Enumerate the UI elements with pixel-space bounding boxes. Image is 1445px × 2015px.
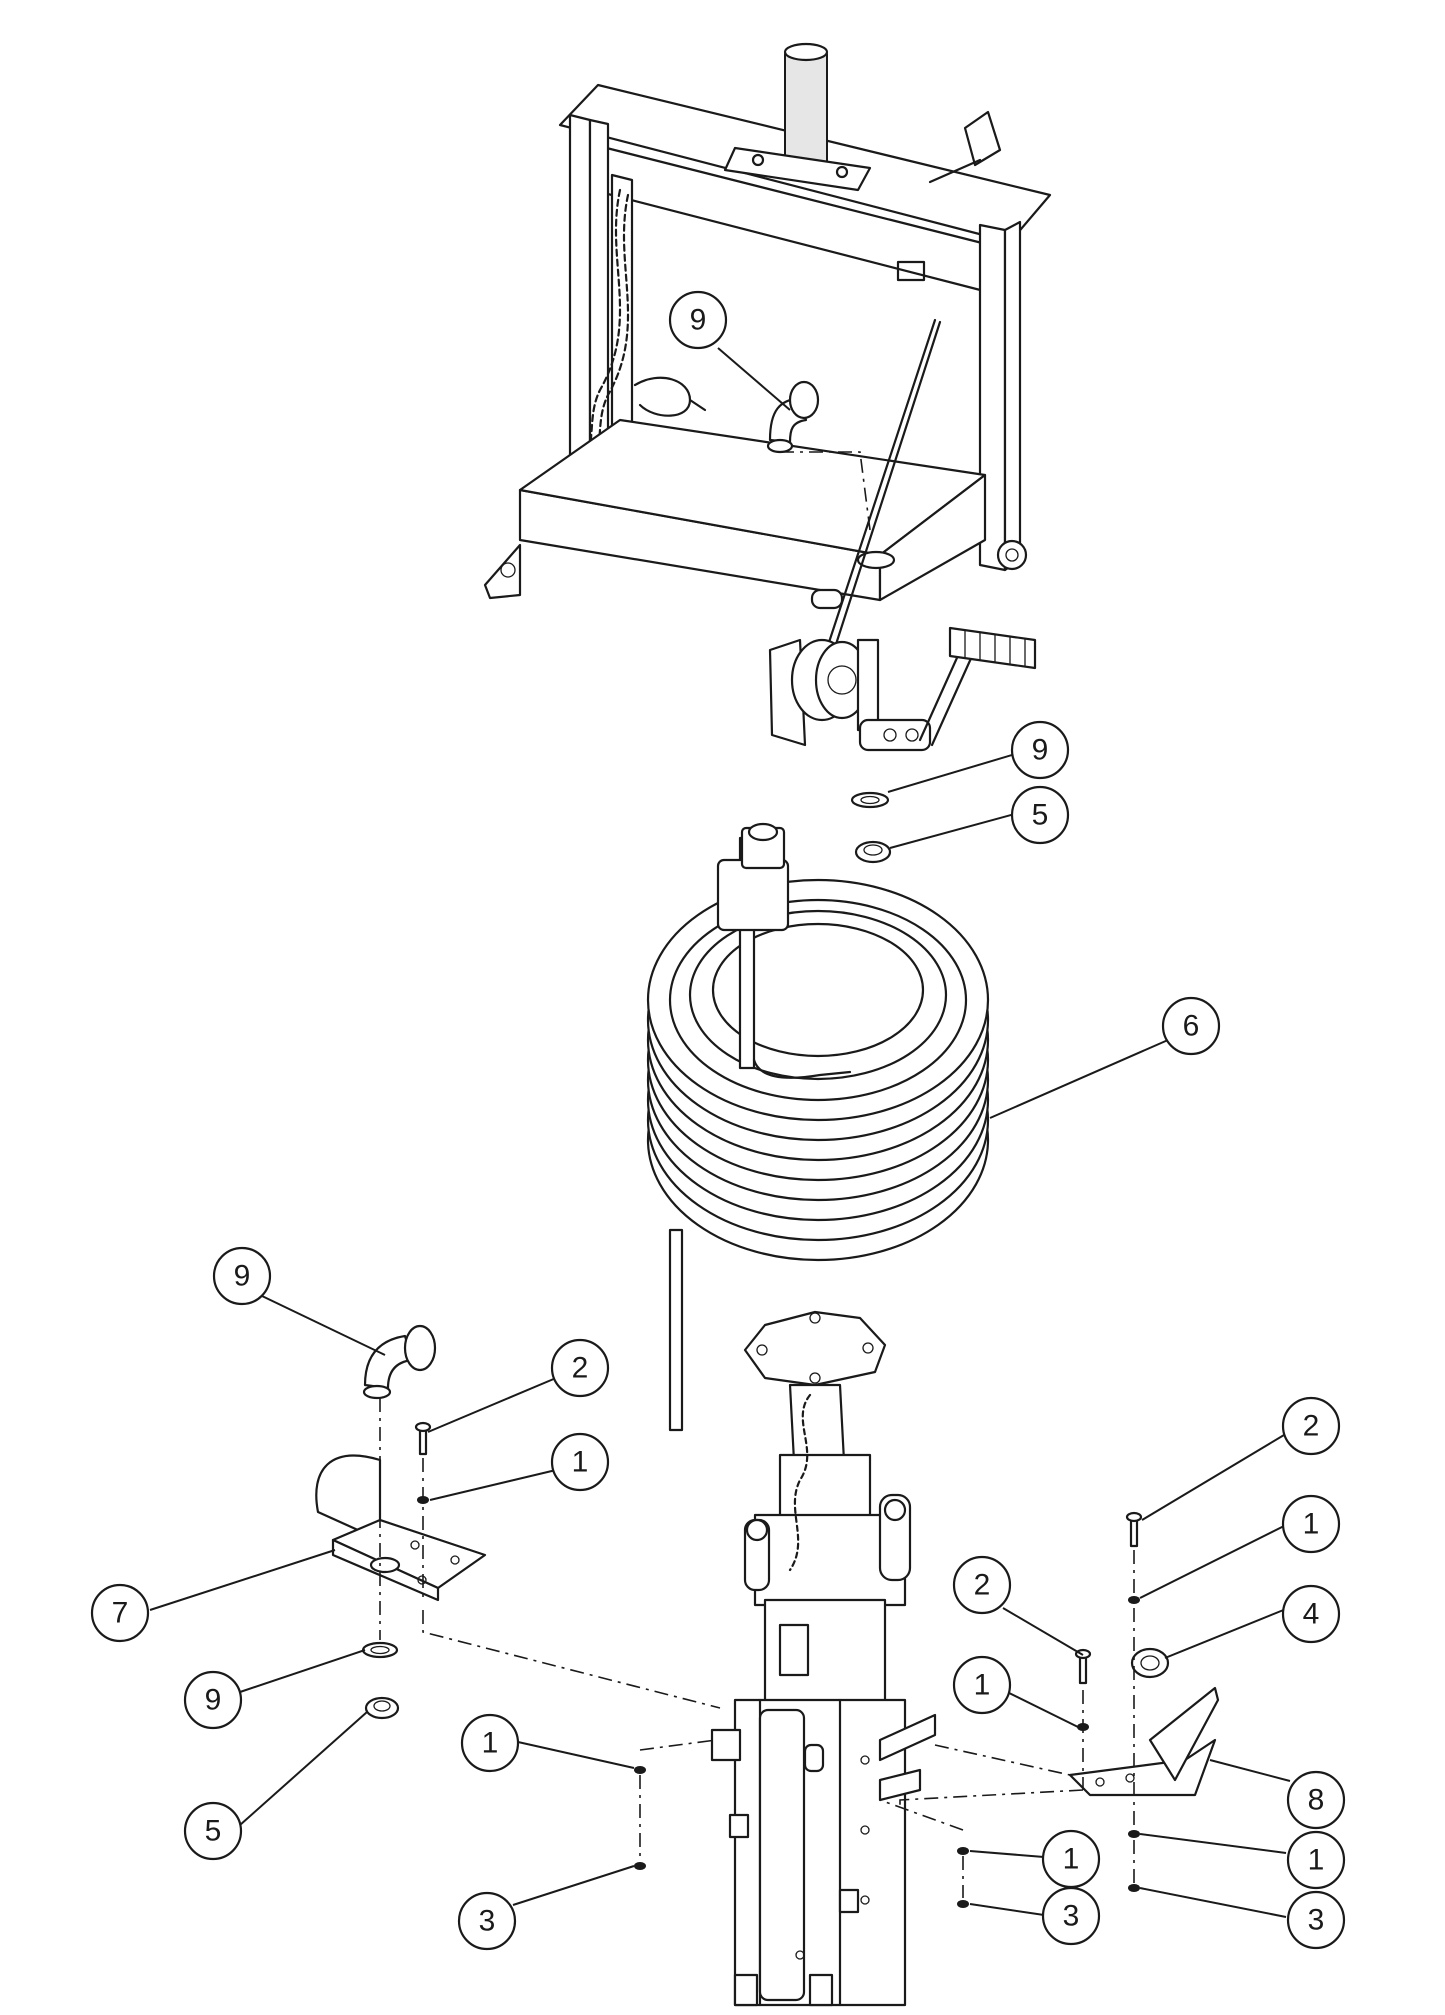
balloon-item-1: 1 [1286, 1830, 1346, 1890]
svg-text:9: 9 [690, 304, 707, 337]
svg-text:2: 2 [974, 1569, 991, 1602]
balloon-item-2: 2 [550, 1338, 610, 1398]
mast-assembly [710, 1310, 937, 2007]
svg-text:3: 3 [1063, 1900, 1080, 1933]
balloon-item-1: 1 [460, 1713, 520, 1773]
balloon-item-3: 3 [457, 1891, 517, 1951]
svg-text:4: 4 [1303, 1598, 1320, 1631]
svg-text:5: 5 [1032, 799, 1049, 832]
balloon-item-7: 7 [90, 1583, 150, 1643]
svg-text:8: 8 [1308, 1784, 1325, 1817]
balloon-item-1: 1 [1281, 1494, 1341, 1554]
svg-text:6: 6 [1183, 1010, 1200, 1043]
balloon-item-9: 9 [668, 290, 728, 350]
item-balloons: 9 9 5 6 9 2 1 7 9 5 1 3 2 1 4 2 1 8 1 3 … [90, 290, 1346, 1951]
svg-text:1: 1 [1308, 1844, 1325, 1877]
balloon-item-2: 2 [1281, 1396, 1341, 1456]
balloon-item-6: 6 [1161, 996, 1221, 1056]
left-mounting-bracket [315, 1324, 721, 1720]
svg-text:2: 2 [1303, 1410, 1320, 1443]
balloon-item-5: 5 [1010, 785, 1070, 845]
balloon-item-2: 2 [952, 1555, 1012, 1615]
balloon-item-5: 5 [183, 1801, 243, 1861]
hose-coil [646, 822, 990, 1432]
svg-text:1: 1 [572, 1446, 589, 1479]
svg-text:9: 9 [205, 1684, 222, 1717]
balloon-item-1: 1 [952, 1655, 1012, 1715]
balloon-item-9: 9 [212, 1246, 272, 1306]
balloon-item-1: 1 [550, 1432, 610, 1492]
balloon-item-3: 3 [1041, 1886, 1101, 1946]
svg-text:7: 7 [112, 1597, 129, 1630]
svg-text:3: 3 [1308, 1904, 1325, 1937]
balloon-item-4: 4 [1281, 1584, 1341, 1644]
leader-lines [149, 347, 1291, 1918]
balloon-item-3: 3 [1286, 1890, 1346, 1950]
svg-text:1: 1 [974, 1669, 991, 1702]
svg-text:5: 5 [205, 1815, 222, 1848]
svg-text:2: 2 [572, 1352, 589, 1385]
balloon-item-8: 8 [1286, 1770, 1346, 1830]
svg-text:9: 9 [234, 1260, 251, 1293]
svg-text:3: 3 [479, 1905, 496, 1938]
balloon-item-9: 9 [1010, 720, 1070, 780]
svg-text:9: 9 [1032, 734, 1049, 767]
right-mounting-bracket [899, 1511, 1220, 1892]
winch-frame-assembly [483, 42, 1052, 864]
balloon-item-9: 9 [183, 1670, 243, 1730]
svg-text:1: 1 [1063, 1843, 1080, 1876]
svg-text:1: 1 [482, 1727, 499, 1760]
loose-hardware [634, 1739, 969, 1908]
svg-text:1: 1 [1303, 1508, 1320, 1541]
balloon-item-1: 1 [1041, 1829, 1101, 1889]
